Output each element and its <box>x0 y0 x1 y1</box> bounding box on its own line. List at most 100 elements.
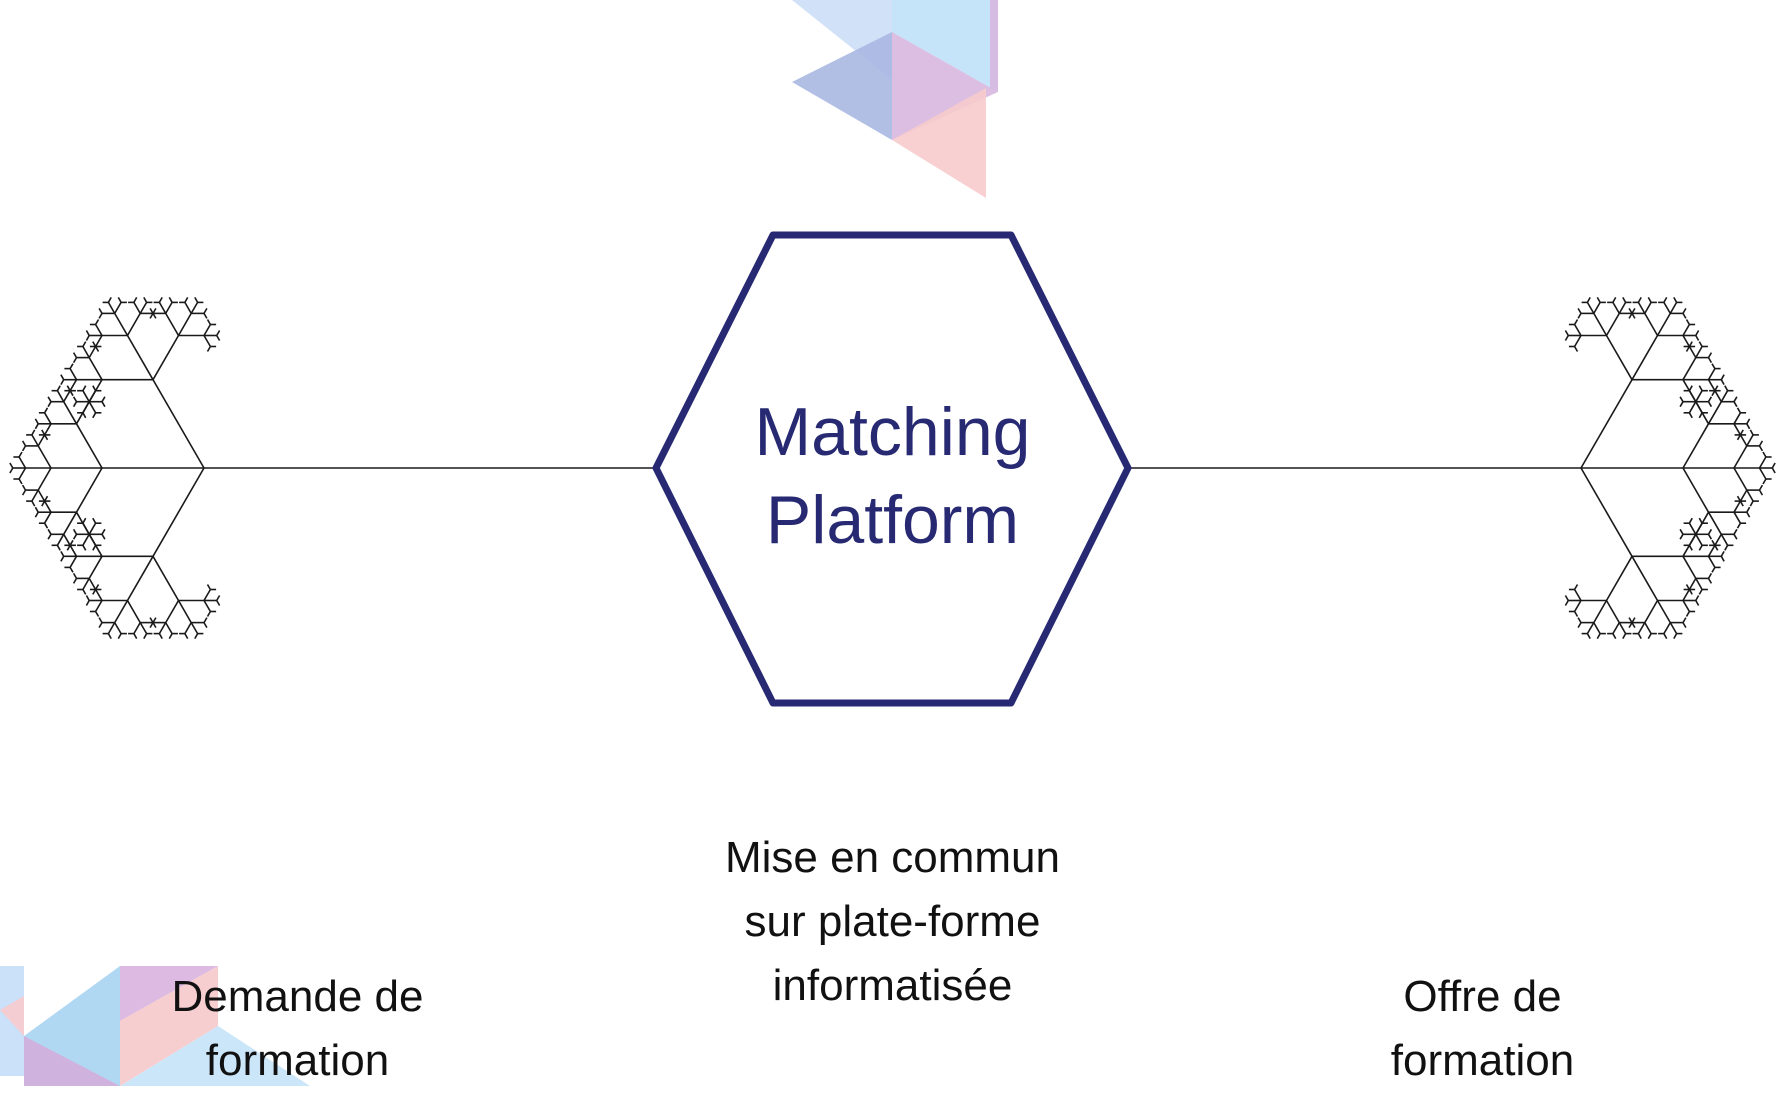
fractal-branch <box>1682 617 1687 624</box>
fractal-branch <box>1605 600 1620 624</box>
fractal-branch <box>1707 572 1713 579</box>
left-fractal-tree <box>9 297 408 639</box>
fractal-branch <box>82 401 90 414</box>
fractal-branch <box>1746 489 1754 502</box>
fractal-branch <box>1593 600 1608 623</box>
fractal-branch <box>72 577 78 584</box>
fractal-branch <box>1739 489 1748 502</box>
fractal-branch <box>216 600 221 606</box>
fractal-branch <box>152 312 157 319</box>
fractal-branch <box>1695 335 1700 341</box>
fractal-branch <box>85 335 90 341</box>
fractal-branch <box>9 462 14 469</box>
caption-line-3: informatisée <box>772 961 1013 1010</box>
fractal-branch <box>1698 544 1703 551</box>
fractal-branch <box>133 622 141 634</box>
fractal-branch <box>1688 346 1697 358</box>
fractal-branch <box>216 330 221 336</box>
fractal-branch <box>60 555 65 562</box>
deco-triangle <box>120 1026 310 1086</box>
fractal-branch <box>21 484 27 491</box>
fractal-branch <box>1685 346 1691 352</box>
fractal-branch <box>1707 544 1716 557</box>
fractal-branch <box>72 401 78 408</box>
fractal-branch <box>1714 390 1722 403</box>
fractal-branch <box>203 312 208 319</box>
fractal-branch <box>1733 533 1738 540</box>
fractal-branch <box>1564 600 1569 606</box>
fractal-branch <box>1573 584 1579 590</box>
fractal-branch <box>72 357 78 364</box>
fractal-branch <box>98 617 103 624</box>
deco-triangle <box>892 0 998 92</box>
fractal-branch <box>1688 341 1693 347</box>
fractal-branch <box>126 555 154 601</box>
fractal-branch <box>69 539 74 546</box>
fractal-branch <box>82 385 87 392</box>
fractal-branch <box>37 489 46 502</box>
fractal-branch <box>43 500 52 513</box>
fractal-branch <box>94 346 100 352</box>
fractal-branch <box>1746 434 1754 447</box>
fractal-branch <box>1605 335 1633 381</box>
deco-triangle <box>0 996 24 1036</box>
fractal-branch <box>1564 595 1569 601</box>
fractal-branch <box>18 467 27 480</box>
fractal-branch <box>143 297 148 303</box>
fractal-branch <box>203 324 212 336</box>
fractal-branch <box>126 335 154 381</box>
deco-triangle <box>892 88 986 198</box>
fractal-branch <box>126 313 141 336</box>
fractal-branch <box>1749 500 1754 507</box>
fractal-branch <box>168 633 173 639</box>
fractal-branch <box>69 390 74 397</box>
fractal-branch <box>1644 302 1652 314</box>
fractal-branch <box>152 622 157 629</box>
fractal-branch <box>1663 301 1671 314</box>
fractal-branch <box>75 467 103 513</box>
platform-caption: Mise en commun sur plate-forme informati… <box>640 826 1145 1018</box>
fractal-branch <box>1669 622 1678 634</box>
fractal-branch <box>1586 633 1591 639</box>
fractal-branch <box>47 396 52 403</box>
fractal-branch <box>94 319 100 325</box>
fractal-branch <box>165 622 173 635</box>
fractal-branch <box>1593 302 1601 314</box>
fractal-branch <box>1628 312 1633 319</box>
fractal-branch <box>1733 445 1748 469</box>
fractal-branch <box>1695 401 1710 425</box>
fractal-branch <box>1631 555 1659 601</box>
fractal-branch <box>75 423 103 469</box>
fractal-branch <box>98 312 103 319</box>
fractal-branch <box>69 363 74 370</box>
fractal-branch <box>107 297 112 303</box>
fractal-branch <box>1736 407 1742 414</box>
fractal-branch <box>94 324 103 336</box>
fractal-branch <box>1644 600 1659 623</box>
fractal-branch <box>1682 622 1687 629</box>
fractal-branch <box>34 418 39 425</box>
fractal-branch <box>203 617 208 624</box>
fractal-branch <box>143 633 148 639</box>
fractal-branch <box>1736 434 1742 441</box>
fractal-branch <box>1673 297 1678 303</box>
fractal-branch <box>1679 533 1684 540</box>
fractal-branch <box>21 489 27 496</box>
fractal-branch <box>203 600 212 612</box>
fractal-branch <box>1695 578 1703 590</box>
fractal-branch <box>92 517 97 524</box>
offer-label-line-2: formation <box>1390 1036 1575 1085</box>
offer-label: Offre de formation <box>1300 965 1665 1093</box>
fractal-branch <box>18 451 23 458</box>
fractal-branch <box>1733 528 1738 535</box>
fractal-branch <box>1733 467 1748 491</box>
fractal-branch <box>1573 335 1582 347</box>
fractal-branch <box>41 500 46 507</box>
fractal-branch <box>1746 511 1751 518</box>
fractal-branch <box>203 335 212 347</box>
fractal-branch <box>60 379 65 385</box>
fractal-branch <box>1688 544 1693 551</box>
fractal-branch <box>165 600 180 624</box>
fractal-branch <box>133 302 141 314</box>
caption-line-2: sur plate-forme <box>744 897 1041 946</box>
